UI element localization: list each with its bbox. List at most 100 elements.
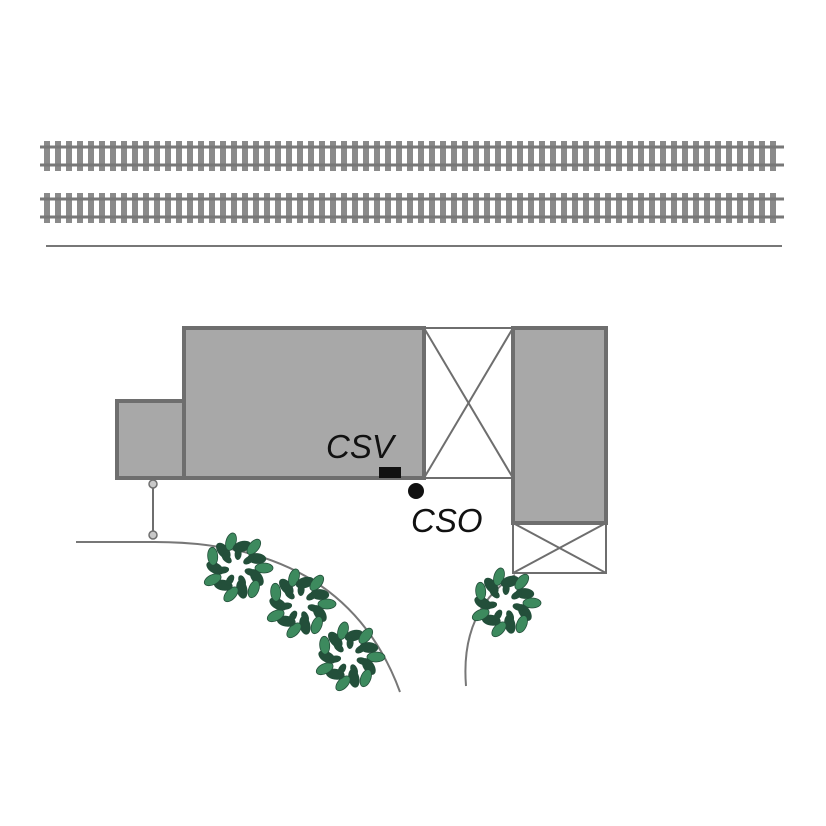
sleeper bbox=[506, 141, 512, 171]
sleeper bbox=[363, 141, 369, 171]
sleeper bbox=[330, 141, 336, 171]
sleeper bbox=[550, 193, 556, 223]
railway-track-lower bbox=[40, 193, 784, 223]
sleeper bbox=[374, 193, 380, 223]
sleeper bbox=[385, 193, 391, 223]
sleeper bbox=[44, 141, 50, 171]
sleeper bbox=[704, 193, 710, 223]
sleeper bbox=[264, 193, 270, 223]
bollard-icon bbox=[148, 479, 158, 540]
sleeper bbox=[352, 193, 358, 223]
sleeper bbox=[572, 141, 578, 171]
sleeper bbox=[374, 141, 380, 171]
sleeper bbox=[495, 141, 501, 171]
sleeper bbox=[407, 193, 413, 223]
shrub-icon bbox=[203, 532, 274, 603]
sleeper bbox=[726, 141, 732, 171]
sleeper bbox=[671, 141, 677, 171]
cso-label: CSO bbox=[411, 502, 483, 539]
sleeper bbox=[88, 141, 94, 171]
sleeper bbox=[297, 193, 303, 223]
sleeper bbox=[693, 193, 699, 223]
sleeper bbox=[561, 141, 567, 171]
sleeper bbox=[539, 141, 545, 171]
sleeper bbox=[704, 141, 710, 171]
sleeper bbox=[561, 193, 567, 223]
sleeper bbox=[484, 193, 490, 223]
sleeper bbox=[308, 193, 314, 223]
sleeper bbox=[451, 141, 457, 171]
sleeper bbox=[341, 141, 347, 171]
sleeper bbox=[286, 193, 292, 223]
sleeper bbox=[759, 193, 765, 223]
sleeper bbox=[638, 193, 644, 223]
sleeper bbox=[528, 141, 534, 171]
sleeper bbox=[297, 141, 303, 171]
sleeper bbox=[341, 193, 347, 223]
sleeper bbox=[715, 193, 721, 223]
sleeper bbox=[264, 141, 270, 171]
sleeper bbox=[143, 141, 149, 171]
sleeper bbox=[319, 141, 325, 171]
sleeper bbox=[715, 141, 721, 171]
sleeper bbox=[198, 193, 204, 223]
building-right bbox=[511, 326, 608, 525]
sleeper bbox=[143, 193, 149, 223]
sleeper bbox=[616, 141, 622, 171]
sleeper bbox=[363, 193, 369, 223]
sleeper bbox=[627, 193, 633, 223]
sleeper bbox=[308, 141, 314, 171]
csv-label: CSV bbox=[326, 428, 397, 465]
sleeper bbox=[121, 141, 127, 171]
sleeper bbox=[154, 193, 160, 223]
sleeper bbox=[275, 193, 281, 223]
sleeper bbox=[737, 141, 743, 171]
sleeper bbox=[770, 193, 776, 223]
shrub-group bbox=[203, 532, 542, 692]
sleeper bbox=[418, 193, 424, 223]
sleeper bbox=[660, 193, 666, 223]
sleeper bbox=[660, 141, 666, 171]
sleeper bbox=[429, 193, 435, 223]
sleeper bbox=[473, 141, 479, 171]
sleeper bbox=[616, 193, 622, 223]
sleeper bbox=[165, 193, 171, 223]
sleeper bbox=[649, 141, 655, 171]
cso-marker bbox=[408, 483, 424, 499]
sleeper bbox=[165, 141, 171, 171]
sleeper bbox=[649, 193, 655, 223]
sleeper bbox=[770, 141, 776, 171]
sleeper bbox=[275, 141, 281, 171]
sleeper bbox=[473, 193, 479, 223]
sleeper bbox=[418, 141, 424, 171]
sleeper bbox=[220, 193, 226, 223]
sleeper bbox=[528, 193, 534, 223]
sleeper bbox=[55, 193, 61, 223]
sleeper bbox=[462, 193, 468, 223]
sleeper bbox=[462, 141, 468, 171]
building-main bbox=[182, 326, 426, 480]
sleeper bbox=[583, 193, 589, 223]
sleeper bbox=[110, 141, 116, 171]
sleeper bbox=[132, 193, 138, 223]
sleeper bbox=[605, 141, 611, 171]
sleeper bbox=[319, 193, 325, 223]
sleeper bbox=[187, 193, 193, 223]
sleeper bbox=[352, 141, 358, 171]
railway-track-upper bbox=[40, 141, 784, 171]
sleeper bbox=[176, 193, 182, 223]
sleeper bbox=[759, 141, 765, 171]
sleeper bbox=[594, 193, 600, 223]
sleeper bbox=[198, 141, 204, 171]
sleeper bbox=[517, 141, 523, 171]
sleeper bbox=[572, 193, 578, 223]
csv-marker bbox=[379, 467, 401, 478]
sleeper bbox=[55, 141, 61, 171]
sleeper bbox=[231, 193, 237, 223]
sleeper bbox=[66, 193, 72, 223]
sleeper bbox=[99, 193, 105, 223]
sleeper bbox=[132, 141, 138, 171]
sleeper bbox=[594, 141, 600, 171]
sleeper bbox=[66, 141, 72, 171]
